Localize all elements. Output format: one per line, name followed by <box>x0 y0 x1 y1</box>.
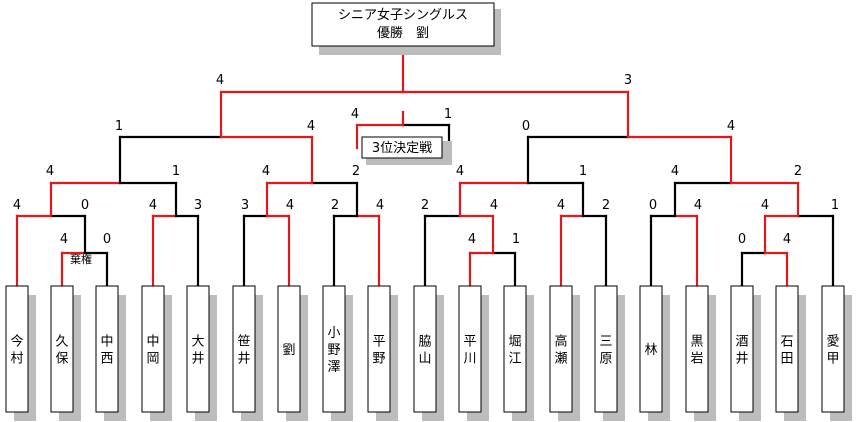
player-box <box>458 285 482 413</box>
prelim-1-score-left: 4 <box>60 232 68 247</box>
player-name: 笹井 <box>237 334 250 367</box>
prelim-1-note: 棄権 <box>70 252 92 266</box>
player-box <box>186 285 210 413</box>
prelim-2-score-right: 1 <box>512 232 520 247</box>
player-name: 林 <box>644 343 657 358</box>
player-box <box>730 285 754 413</box>
title-box <box>311 2 495 47</box>
prelim-3-score-right: 4 <box>783 232 791 247</box>
prelim-1-score-right: 0 <box>103 232 111 247</box>
player-name: 大井 <box>191 335 204 367</box>
player-name: 中西 <box>100 335 113 367</box>
quarter-1-score-right: 1 <box>172 164 180 179</box>
quarter-4-score-right: 2 <box>794 164 802 179</box>
quarter-3-score-right: 1 <box>579 164 587 179</box>
player-name: 平川 <box>463 335 476 367</box>
r1-m5-score-right: 4 <box>490 198 498 213</box>
player-name: 黒岩 <box>690 335 703 367</box>
quarter-2-score-right: 2 <box>352 164 360 179</box>
r1-m1-score-right: 0 <box>81 198 89 213</box>
player-box <box>50 285 74 413</box>
semi-1-score-left: 1 <box>115 119 123 134</box>
player-name: 中岡 <box>146 335 159 367</box>
r1-m8-score-left: 4 <box>761 198 769 213</box>
player-box <box>775 285 799 413</box>
r1-m6-score-right: 2 <box>602 198 610 213</box>
player-name: 小野澤 <box>327 326 340 375</box>
player-name: 平野 <box>372 335 385 367</box>
player-box <box>503 285 527 413</box>
player-name: 堀江 <box>508 335 521 367</box>
player-name: 脇山 <box>418 335 431 367</box>
r1-m4-score-left: 2 <box>331 198 339 213</box>
player-name: 愛甲 <box>826 335 839 367</box>
third-place-box <box>361 136 443 159</box>
player-box <box>277 285 301 413</box>
r1-m4-score-right: 4 <box>376 198 384 213</box>
player-box <box>594 285 618 413</box>
player-box <box>322 285 346 413</box>
player-name: 今村 <box>10 334 23 367</box>
quarter-1-score-left: 4 <box>46 164 54 179</box>
semi-2-score-right: 4 <box>727 119 735 134</box>
player-box <box>549 285 573 413</box>
r1-m2-score-right: 3 <box>194 198 202 213</box>
r1-m1-score-left: 4 <box>13 198 21 213</box>
quarter-3-score-left: 4 <box>456 164 464 179</box>
player-name: 高瀬 <box>554 334 567 367</box>
quarter-4-score-left: 4 <box>671 164 679 179</box>
title-line-2: 優勝 劉 <box>377 26 429 41</box>
r1-m8-score-right: 1 <box>831 198 839 213</box>
player-box <box>821 285 845 413</box>
player-box <box>5 285 29 413</box>
player-box <box>639 285 663 413</box>
player-name: 久保 <box>55 335 68 367</box>
player-box <box>95 285 119 413</box>
player-name: 劉 <box>282 343 295 358</box>
player-box <box>413 285 437 413</box>
r1-m7-score-left: 0 <box>649 198 657 213</box>
player-name: 酒井 <box>735 335 748 367</box>
r1-m3-score-left: 3 <box>241 198 249 213</box>
r1-m2-score-left: 4 <box>149 198 157 213</box>
semi-1-score-right: 4 <box>307 119 315 134</box>
r1-m5-score-left: 2 <box>421 198 429 213</box>
player-box <box>232 285 256 413</box>
r1-m3-score-right: 4 <box>286 198 294 213</box>
player-name: 三原 <box>599 335 612 367</box>
player-box <box>141 285 165 413</box>
player-box <box>367 285 391 413</box>
prelim-3-score-left: 0 <box>738 232 746 247</box>
final-score-right: 3 <box>624 73 632 88</box>
quarter-2-score-left: 4 <box>262 164 270 179</box>
third-place-score-left: 4 <box>351 107 359 122</box>
title-line-1: シニア女子シングルス <box>338 7 468 23</box>
third-place-label: 3位決定戦 <box>372 141 432 156</box>
player-name: 石田 <box>780 335 793 367</box>
r1-m7-score-right: 4 <box>694 198 702 213</box>
player-box <box>685 285 709 413</box>
semi-2-score-left: 0 <box>522 119 530 134</box>
final-score-left: 4 <box>216 73 224 88</box>
r1-m6-score-left: 4 <box>557 198 565 213</box>
third-place-score-right: 1 <box>444 107 452 122</box>
prelim-2-score-left: 4 <box>468 232 476 247</box>
